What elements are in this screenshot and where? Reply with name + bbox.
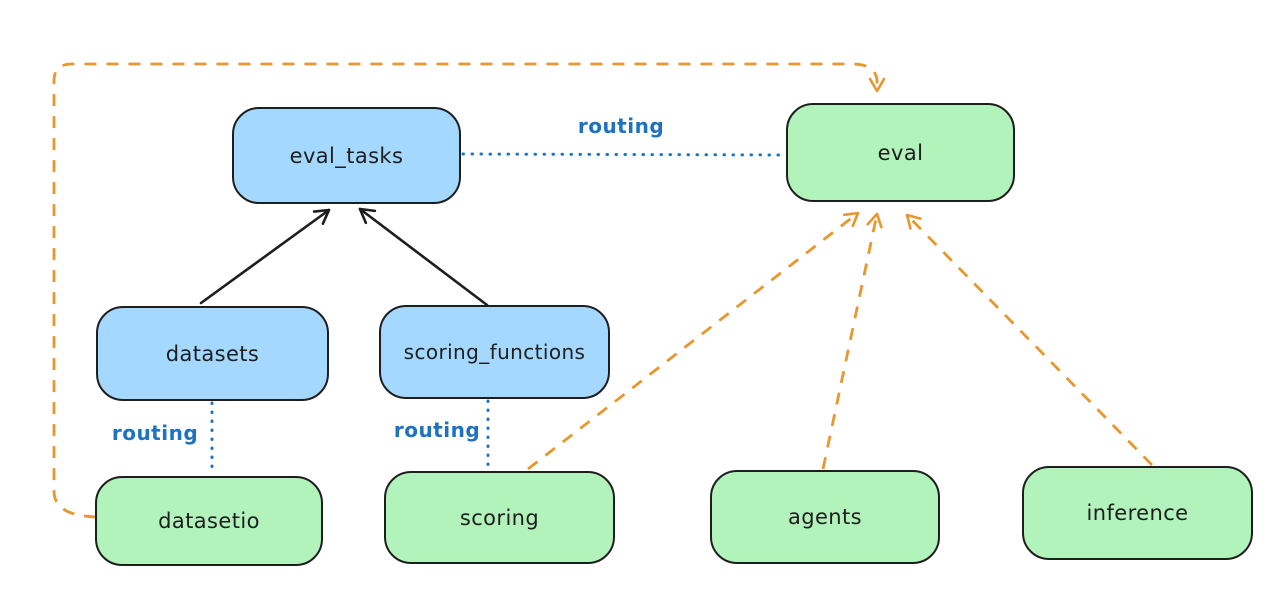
node-eval-label: eval bbox=[877, 140, 924, 165]
node-datasets: datasets bbox=[96, 306, 329, 401]
routing-label: routing bbox=[577, 114, 665, 138]
node-scoring: scoring bbox=[384, 471, 615, 564]
node-datasetio-label: datasetio bbox=[158, 509, 260, 533]
edge-inference-to-eval bbox=[905, 213, 1153, 466]
node-scoring-functions-label: scoring_functions bbox=[403, 340, 586, 364]
node-eval: eval bbox=[786, 103, 1015, 202]
node-inference-label: inference bbox=[1086, 501, 1189, 525]
routing-label: routing bbox=[393, 418, 481, 442]
edge-agents-to-eval bbox=[821, 212, 883, 470]
edge-datasetio-to-eval bbox=[52, 62, 886, 519]
edge-scoring-to-eval bbox=[527, 211, 860, 471]
node-scoring-functions: scoring_functions bbox=[379, 305, 610, 399]
node-datasetio: datasetio bbox=[95, 476, 323, 566]
edge-scoring-functions-to-eval-tasks bbox=[358, 207, 489, 307]
node-scoring-label: scoring bbox=[459, 505, 540, 530]
routing-label: routing bbox=[111, 421, 199, 445]
node-agents: agents bbox=[710, 470, 940, 564]
node-eval-tasks-label: eval_tasks bbox=[289, 143, 404, 168]
node-inference: inference bbox=[1022, 466, 1253, 560]
edge-datasets-to-eval-tasks bbox=[199, 208, 331, 305]
edge-eval-tasks-to-eval-routing bbox=[461, 152, 787, 157]
node-datasets-label: datasets bbox=[165, 341, 260, 366]
node-eval-tasks: eval_tasks bbox=[232, 107, 461, 204]
node-agents-label: agents bbox=[787, 505, 862, 529]
